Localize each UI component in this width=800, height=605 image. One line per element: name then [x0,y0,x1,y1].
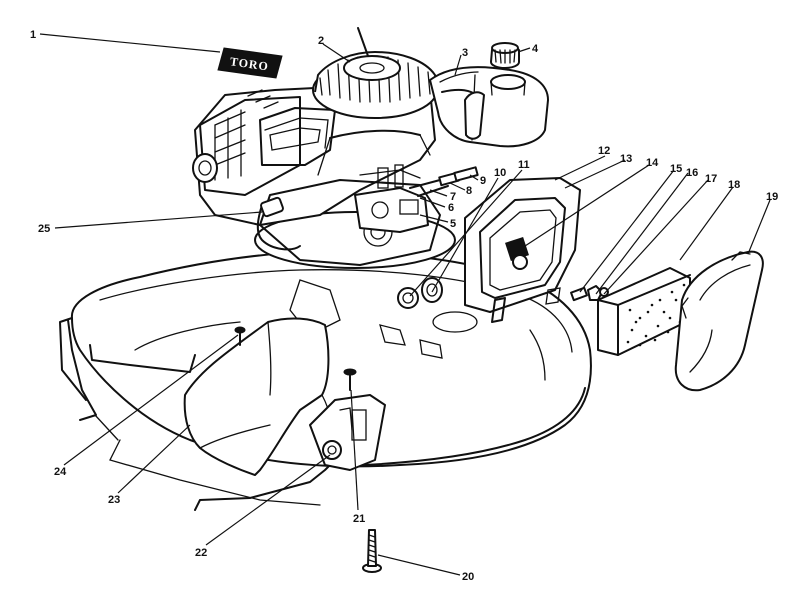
callout-2: 2 [318,35,324,47]
fuel-tank [429,66,549,148]
callout-8: 8 [466,185,472,197]
callout-25: 25 [38,223,50,235]
callout-12: 12 [598,145,610,157]
leader-lines [39,33,771,576]
callout-1: 1 [30,29,36,41]
callout-9: 9 [480,175,486,187]
callout-6: 6 [448,202,454,214]
primer-bulb [397,277,443,309]
bolt [362,529,382,573]
callout-4: 4 [532,43,539,55]
air-cleaner-base [464,177,581,323]
callout-13: 13 [620,153,632,165]
callout-7: 7 [450,191,456,203]
callout-3: 3 [462,47,468,59]
callout-11: 11 [518,159,530,171]
air-cleaner-cover [674,250,764,392]
height-adjuster-bracket [309,394,386,471]
mower-deck [59,250,592,511]
recoil-starter [312,27,439,176]
callout-22: 22 [195,547,207,559]
toro-logo-text: TORO [229,54,270,73]
callout-15: 15 [670,163,682,175]
small-fasteners [570,285,609,302]
callout-14: 14 [646,157,659,169]
callout-19: 19 [766,191,778,203]
callout-24: 24 [54,466,67,478]
toro-decal: TORO [217,47,283,79]
callout-17: 17 [705,173,717,185]
screws [234,326,357,391]
callout-23: 23 [108,494,120,506]
callout-21: 21 [353,513,365,525]
fuel-cap [490,42,520,69]
callout-labels: 1 2 3 4 5 6 7 8 9 10 11 12 13 14 15 16 1… [30,29,778,583]
filter [597,267,691,356]
callout-5: 5 [450,218,456,230]
discharge-deflector [183,317,334,476]
callout-20: 20 [462,571,474,583]
callout-18: 18 [728,179,740,191]
callout-10: 10 [494,167,506,179]
callout-16: 16 [686,167,698,179]
